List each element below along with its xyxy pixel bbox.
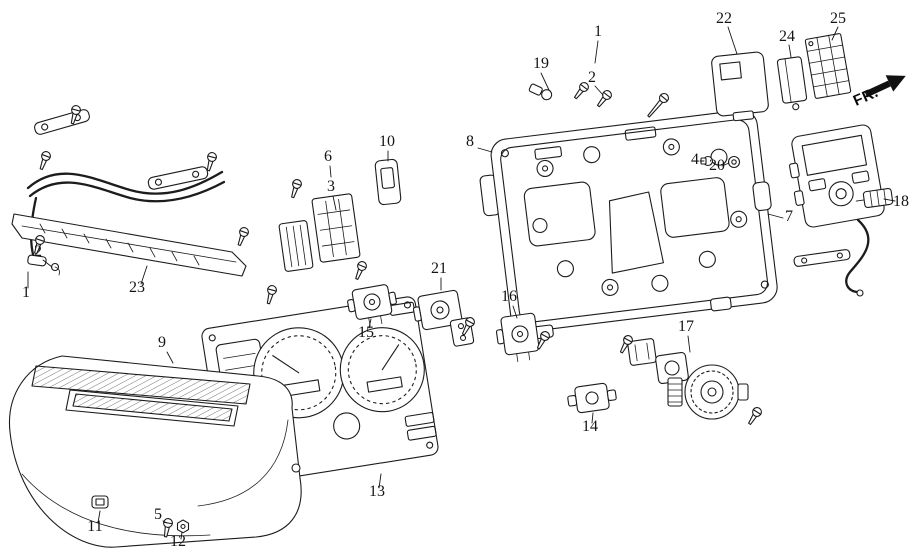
part-label-6: 6 bbox=[324, 148, 332, 165]
leader-line-22-3 bbox=[727, 26, 738, 55]
bracket-part-24 bbox=[776, 56, 808, 111]
speedometer-motor-part-17 bbox=[667, 364, 749, 420]
leader-line-11-24 bbox=[97, 510, 101, 524]
part-label-1: 1 bbox=[22, 284, 30, 301]
harness-clip-bracket bbox=[34, 109, 90, 135]
part-label-20: 20 bbox=[709, 157, 725, 174]
harness-wire bbox=[26, 170, 224, 195]
part-label-9: 9 bbox=[158, 334, 166, 351]
harness-clip-bracket bbox=[147, 166, 209, 190]
part-label-16: 16 bbox=[501, 288, 517, 305]
gauge-unit-part-21 bbox=[412, 289, 463, 331]
part-label-24: 24 bbox=[779, 28, 795, 45]
leader-line-15-19 bbox=[368, 318, 372, 329]
part-label-2: 2 bbox=[34, 243, 42, 260]
leader-line-7-12 bbox=[767, 213, 784, 219]
lens-part-10 bbox=[374, 158, 402, 206]
front-visor-shell-part-9 bbox=[8, 355, 302, 548]
housing-window bbox=[660, 177, 730, 238]
leader-line-23-16 bbox=[140, 265, 148, 285]
connector-part-18 bbox=[855, 187, 894, 209]
part-label-8: 8 bbox=[466, 133, 474, 150]
gauge-unit-part-15 bbox=[347, 284, 397, 327]
part-label-17: 17 bbox=[678, 318, 694, 335]
visor-slot bbox=[72, 393, 233, 422]
leader-line-18-13 bbox=[883, 198, 896, 202]
leader-line-17-21 bbox=[687, 335, 691, 353]
speedometer-cable bbox=[845, 218, 870, 294]
leader-line-2-14 bbox=[42, 259, 53, 268]
part-label-14: 14 bbox=[582, 418, 598, 435]
housing-window bbox=[523, 181, 596, 247]
leader-line-14-22 bbox=[591, 412, 594, 424]
part-label-7: 7 bbox=[785, 208, 793, 225]
leader-line-5-25 bbox=[162, 520, 168, 524]
relay-part-22 bbox=[711, 51, 769, 122]
part-label-15: 15 bbox=[358, 324, 374, 341]
screw-icon bbox=[352, 259, 369, 282]
warning-light-window bbox=[406, 425, 437, 441]
washer-part-20 bbox=[727, 155, 741, 169]
warning-light-window bbox=[404, 412, 435, 427]
leader-line-2-2 bbox=[594, 85, 604, 96]
leader-line-13-23 bbox=[378, 473, 382, 489]
leader-line-16-20 bbox=[512, 305, 518, 319]
screw-icon bbox=[287, 177, 304, 200]
screw-icon bbox=[36, 149, 53, 172]
fr-direction-arrow bbox=[864, 75, 906, 98]
cable-end bbox=[856, 289, 864, 297]
part-label-1: 1 bbox=[594, 23, 602, 40]
leader-line-19-0 bbox=[540, 72, 550, 91]
harness-clip-part-2 bbox=[27, 254, 60, 276]
mount-bracket bbox=[793, 249, 851, 267]
long-screw bbox=[647, 92, 670, 118]
leader-line-9-17 bbox=[166, 351, 174, 364]
bulb-part-19 bbox=[528, 83, 553, 101]
leader-line-24-4 bbox=[788, 44, 792, 58]
socket-part-17a bbox=[627, 338, 657, 366]
part-label-10: 10 bbox=[379, 133, 395, 150]
part-label-18: 18 bbox=[893, 193, 909, 210]
socket-part-16 bbox=[495, 312, 540, 362]
visor-vent-hatch bbox=[31, 365, 251, 405]
part-label-11: 11 bbox=[87, 518, 102, 535]
leader-line-8-6 bbox=[477, 147, 493, 153]
connector-block-small-part-6 bbox=[278, 220, 314, 272]
circuit-board-part-25 bbox=[804, 33, 852, 99]
leader-lines-layer bbox=[27, 26, 896, 540]
leader-line-12-26 bbox=[180, 531, 183, 540]
rear-housing-case-part-8 bbox=[479, 104, 778, 340]
wire-harness-assembly bbox=[11, 109, 247, 277]
part-label-23: 23 bbox=[129, 279, 145, 296]
grommet-part-11 bbox=[91, 495, 109, 509]
part-label-5: 5 bbox=[154, 506, 162, 523]
screw-icon bbox=[745, 405, 764, 427]
leader-line-25-5 bbox=[831, 26, 839, 41]
part-label-13: 13 bbox=[369, 483, 385, 500]
part-label-25: 25 bbox=[830, 10, 846, 27]
harness-wire bbox=[28, 180, 226, 203]
speedometer-head-unit bbox=[788, 124, 885, 228]
leader-line-6-8 bbox=[329, 165, 332, 178]
leader-line-3-9 bbox=[332, 195, 337, 211]
screw-icon bbox=[263, 284, 278, 306]
part-label-2: 2 bbox=[588, 69, 596, 86]
harness-rail-part-23 bbox=[11, 213, 247, 277]
part-label-4: 4 bbox=[691, 151, 699, 168]
leader-line-20-11 bbox=[721, 162, 730, 167]
screw-icon bbox=[234, 225, 251, 248]
screw-icon bbox=[594, 88, 614, 110]
part-label-21: 21 bbox=[431, 260, 447, 277]
small-gauge-dial bbox=[333, 412, 361, 440]
socket-part-14 bbox=[567, 382, 617, 414]
part-label-12: 12 bbox=[170, 533, 186, 550]
part-label-3: 3 bbox=[327, 178, 335, 195]
nut-part-12 bbox=[176, 519, 190, 534]
connector-block-large-part-3 bbox=[311, 193, 361, 263]
part-label-19: 19 bbox=[533, 55, 549, 72]
leader-line-1-1 bbox=[594, 40, 599, 64]
part-label-22: 22 bbox=[716, 10, 732, 27]
